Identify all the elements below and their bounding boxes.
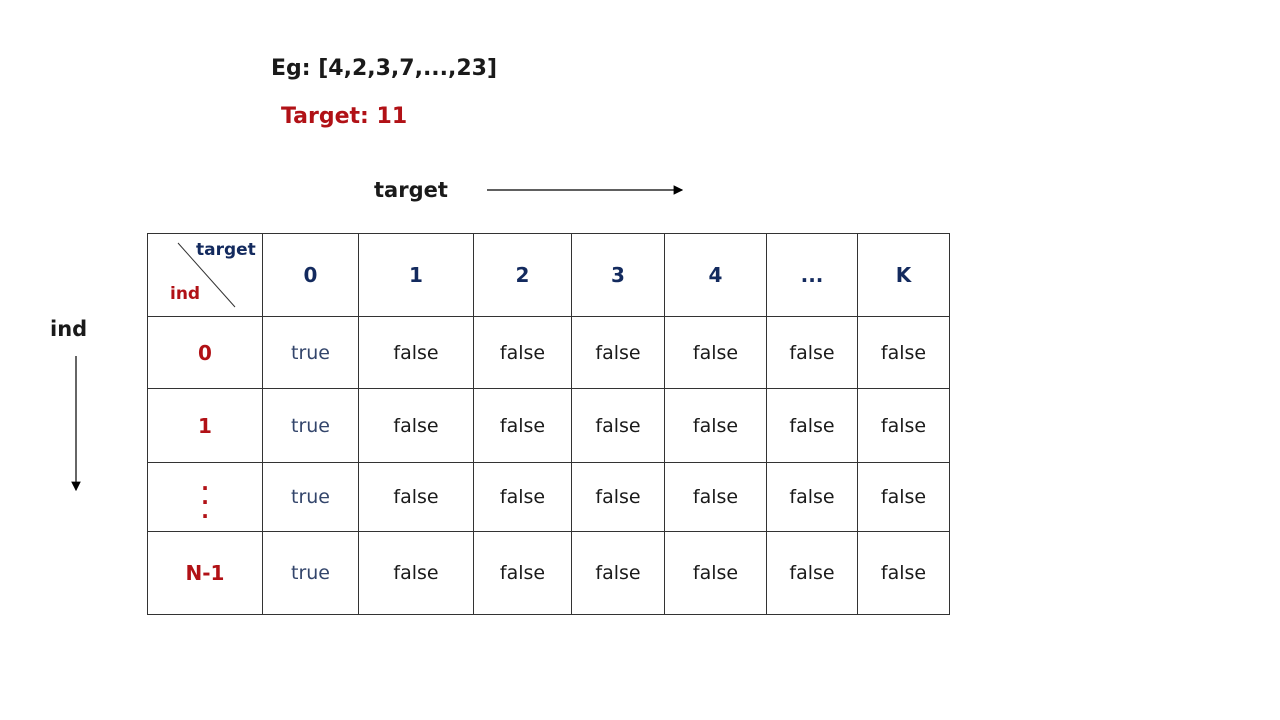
table-cell: false xyxy=(857,388,950,463)
target-axis-label: target xyxy=(374,178,448,202)
column-header: 0 xyxy=(262,233,359,317)
column-header: 1 xyxy=(358,233,474,317)
column-header: 4 xyxy=(664,233,767,317)
table-cell: true xyxy=(262,531,359,615)
row-label: 0 xyxy=(147,316,263,389)
table-cell: false xyxy=(857,531,950,615)
table-row: ... true false false false false false f… xyxy=(147,462,950,532)
table-cell: true xyxy=(262,462,359,532)
table-cell: false xyxy=(857,462,950,532)
corner-ind-label: ind xyxy=(170,284,201,304)
table-cell: false xyxy=(358,531,474,615)
example-array-text: Eg: [4,2,3,7,...,23] xyxy=(271,56,498,81)
table-cell: false xyxy=(473,316,572,389)
vertical-ellipsis: ... xyxy=(201,471,209,523)
column-header: 3 xyxy=(571,233,665,317)
column-header: 2 xyxy=(473,233,572,317)
table-row: 1 true false false false false false fal… xyxy=(147,388,950,463)
ind-axis-label: ind xyxy=(50,317,88,341)
table-cell: false xyxy=(358,316,474,389)
table-cell: false xyxy=(664,388,767,463)
dp-table: target ind 0 1 2 3 4 ... K 0 true false … xyxy=(147,233,950,615)
table-cell: true xyxy=(262,316,359,389)
table-cell: false xyxy=(766,531,858,615)
table-cell: false xyxy=(358,462,474,532)
table-cell: false xyxy=(766,316,858,389)
table-cell: false xyxy=(664,462,767,532)
row-label-ellipsis: ... xyxy=(147,462,263,532)
table-cell: false xyxy=(857,316,950,389)
table-cell: false xyxy=(571,462,665,532)
table-cell: false xyxy=(473,531,572,615)
column-header: K xyxy=(857,233,950,317)
column-header: ... xyxy=(766,233,858,317)
table-header-row: target ind 0 1 2 3 4 ... K xyxy=(147,233,950,317)
table-row: N-1 true false false false false false f… xyxy=(147,531,950,615)
row-label: N-1 xyxy=(147,531,263,615)
table-cell: false xyxy=(664,531,767,615)
table-corner-cell: target ind xyxy=(147,233,263,317)
table-cell: false xyxy=(571,531,665,615)
table-cell: false xyxy=(358,388,474,463)
table-cell: true xyxy=(262,388,359,463)
table-row: 0 true false false false false false fal… xyxy=(147,316,950,389)
table-cell: false xyxy=(473,462,572,532)
table-cell: false xyxy=(766,388,858,463)
corner-target-label: target xyxy=(196,240,256,260)
row-label: 1 xyxy=(147,388,263,463)
corner-diagonal-line xyxy=(177,242,236,308)
table-cell: false xyxy=(571,388,665,463)
table-cell: false xyxy=(571,316,665,389)
target-value-text: Target: 11 xyxy=(281,104,408,129)
table-cell: false xyxy=(766,462,858,532)
table-cell: false xyxy=(473,388,572,463)
table-cell: false xyxy=(664,316,767,389)
